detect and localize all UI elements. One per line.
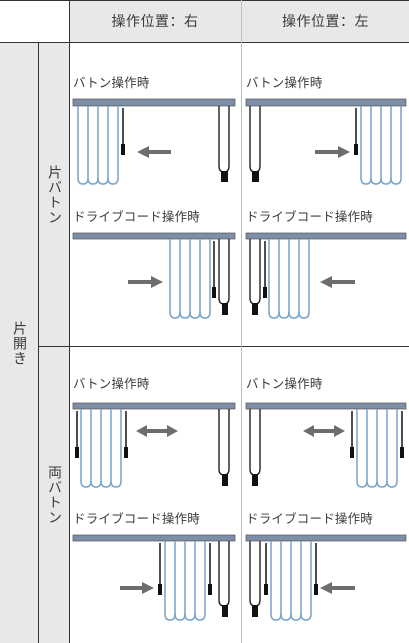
drive-cord: [218, 106, 230, 182]
curtain: [270, 541, 312, 621]
drive-cord: [218, 541, 230, 617]
baton-wand: [121, 108, 125, 155]
arrow-right: [120, 582, 154, 594]
rail: [72, 402, 236, 410]
curtain: [360, 106, 402, 185]
arrow-right: [315, 146, 350, 158]
curtain: [164, 541, 206, 621]
baton-wand: [350, 411, 354, 458]
curtain: [356, 409, 398, 488]
curtain: [77, 106, 119, 185]
baton-wand: [263, 241, 267, 298]
group-label-text: 片開き: [11, 320, 27, 366]
label-r2-left-baton: バトン操作時: [246, 376, 323, 391]
label-r2-right-baton: バトン操作時: [73, 376, 150, 391]
outer-baton-wand: [75, 411, 79, 458]
diagram-r1-left-cord: [245, 232, 407, 319]
rail: [72, 534, 236, 542]
label-r2-left-cord: ドライブコード操作時: [246, 511, 374, 526]
rule-top: [0, 0, 409, 1]
diagram-r1-right-cord: [72, 232, 236, 319]
drive-cord: [218, 409, 230, 486]
corner-cell: [0, 0, 69, 42]
arrow-left: [320, 276, 355, 288]
diagram-r1-right-baton: [72, 98, 236, 185]
rail: [245, 402, 407, 410]
drive-cord: [249, 239, 261, 315]
diagram-r1-left-baton: [245, 98, 407, 185]
baton-wand: [264, 543, 268, 595]
drive-cord: [249, 541, 261, 617]
diagram-r2-right-baton: [72, 402, 236, 488]
baton-wand: [208, 543, 212, 595]
rail: [72, 98, 236, 107]
arrow-right: [128, 276, 163, 288]
rule-header-bottom: [0, 42, 409, 43]
column-header-right: 操作位置：右: [69, 0, 241, 42]
arrow-left: [320, 582, 355, 594]
rule-content-left: [69, 0, 70, 643]
rule-side-divider: [38, 43, 39, 643]
rail: [72, 232, 236, 240]
label-r2-right-cord: ドライブコード操作時: [73, 511, 201, 526]
row-label-single-baton: 片バトン: [39, 43, 69, 346]
column-header-left: 操作位置：左: [242, 0, 409, 42]
baton-wand: [212, 241, 216, 298]
rule-column-divider: [241, 0, 242, 643]
diagram-r2-right-cord: [72, 534, 236, 621]
outer-baton-wand: [400, 411, 404, 458]
outer-baton-wand: [158, 543, 162, 595]
diagram-r2-left-baton: [245, 402, 407, 488]
curtain: [80, 409, 122, 488]
row-label-single-baton-text: 片バトン: [46, 164, 62, 225]
drive-cord: [249, 409, 261, 486]
label-r1-left-cord: ドライブコード操作時: [246, 209, 374, 224]
rail: [245, 232, 407, 240]
group-label-one-side-open: 片開き: [0, 43, 38, 643]
rail: [245, 534, 407, 542]
row-label-double-baton-text: 両バトン: [46, 465, 62, 525]
baton-wand: [354, 108, 358, 155]
label-r1-right-cord: ドライブコード操作時: [73, 209, 201, 224]
double-arrow: [303, 425, 345, 437]
drive-cord: [218, 239, 230, 315]
double-arrow: [136, 425, 178, 437]
rule-row-divider: [39, 346, 409, 347]
baton-wand: [124, 411, 128, 458]
label-r1-left-baton: バトン操作時: [246, 75, 323, 90]
label-r1-right-baton: バトン操作時: [73, 75, 150, 90]
curtain: [268, 239, 310, 319]
drive-cord: [249, 106, 261, 182]
arrow-left: [137, 146, 171, 158]
curtain: [169, 239, 211, 319]
outer-baton-wand: [314, 543, 318, 595]
diagram-r2-left-cord: [245, 534, 407, 621]
row-label-double-baton: 両バトン: [39, 347, 69, 643]
rail: [245, 98, 407, 107]
